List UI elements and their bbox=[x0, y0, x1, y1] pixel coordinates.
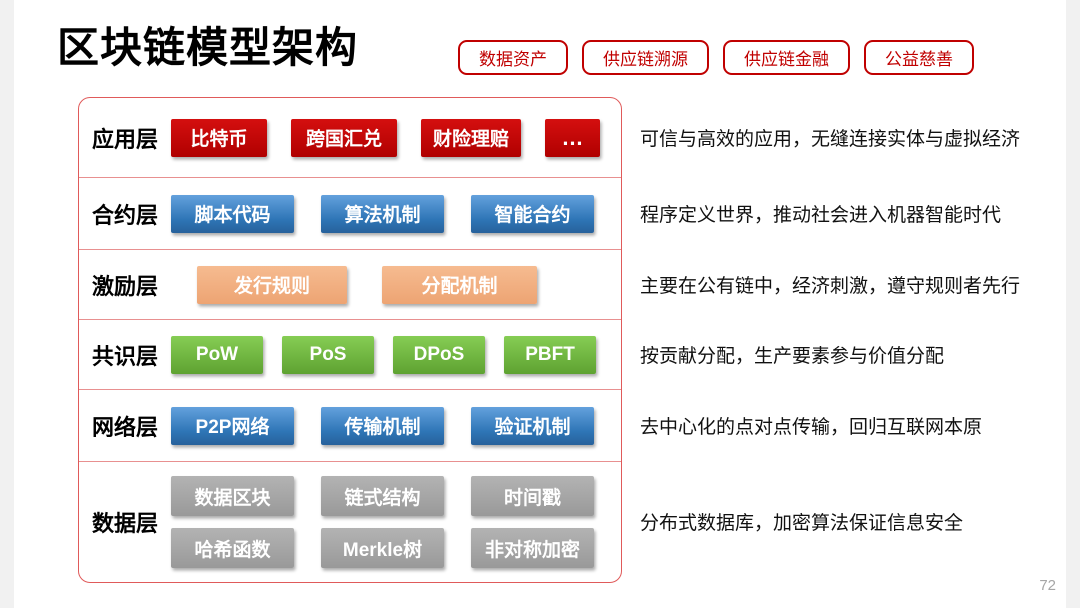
architecture-diagram: 应用层比特币跨国汇兑财险理赔 … 合约层脚本代码算法机制智能合约激励层 发行规则分配机… bbox=[78, 97, 622, 583]
right-margin-strip bbox=[1066, 0, 1080, 608]
component-box: Merkle树 bbox=[321, 528, 444, 568]
layer-boxes: 发行规则分配机制 bbox=[197, 265, 621, 304]
page-title: 区块链模型架构 bbox=[57, 24, 359, 71]
component-box: 链式结构 bbox=[321, 476, 444, 516]
layer-row: 数据层数据区块链式结构时间戳哈希函数 Merkle树非对称加密 bbox=[79, 462, 621, 582]
component-box: 哈希函数 bbox=[171, 528, 294, 568]
tag-list: 数据资产供应链溯源供应链金融公益慈善 bbox=[458, 40, 974, 75]
component-box: 非对称加密 bbox=[471, 528, 594, 568]
category-tag: 公益慈善 bbox=[864, 40, 974, 75]
component-box: 比特币 bbox=[171, 118, 267, 157]
component-box: PBFT bbox=[504, 335, 596, 374]
layer-description: 可信与高效的应用，无缝连接实体与虚拟经济 bbox=[640, 128, 1021, 150]
layer-row: 共识层 PoW PoS DPoS PBFT bbox=[79, 320, 621, 390]
category-tag: 供应链金融 bbox=[723, 40, 850, 75]
layer-row: 激励层 发行规则分配机制 bbox=[79, 250, 621, 320]
layer-label: 数据层 bbox=[91, 511, 158, 536]
layer-label: 网络层 bbox=[91, 414, 158, 440]
left-margin-strip bbox=[0, 0, 14, 608]
layer-description: 按贡献分配，生产要素参与价值分配 bbox=[640, 345, 945, 367]
component-box: 跨国汇兑 bbox=[291, 118, 397, 157]
component-box: 算法机制 bbox=[321, 194, 444, 233]
component-box: 智能合约 bbox=[471, 194, 594, 233]
component-box: 时间戳 bbox=[471, 476, 594, 516]
component-box: 验证机制 bbox=[471, 406, 594, 445]
layer-description: 分布式数据库，加密算法保证信息安全 bbox=[640, 512, 964, 534]
layer-boxes: 脚本代码算法机制智能合约 bbox=[171, 194, 621, 233]
component-box: 传输机制 bbox=[321, 406, 444, 445]
component-box: PoS bbox=[282, 335, 374, 374]
component-box: P2P网络 bbox=[171, 406, 294, 445]
category-tag: 数据资产 bbox=[458, 40, 568, 75]
layer-row: 合约层脚本代码算法机制智能合约 bbox=[79, 178, 621, 250]
layer-description: 主要在公有链中，经济刺激，遵守规则者先行 bbox=[640, 275, 1021, 297]
component-box: 分配机制 bbox=[382, 265, 537, 304]
category-tag: 供应链溯源 bbox=[582, 40, 709, 75]
layer-label: 合约层 bbox=[91, 202, 158, 228]
component-box: DPoS bbox=[393, 335, 485, 374]
layer-row: 网络层 P2P网络传输机制验证机制 bbox=[79, 390, 621, 462]
layer-boxes: 比特币跨国汇兑财险理赔 … bbox=[171, 118, 621, 157]
component-box: PoW bbox=[171, 335, 263, 374]
layer-label: 激励层 bbox=[91, 273, 158, 299]
layer-descriptions: 可信与高效的应用，无缝连接实体与虚拟经济程序定义世界，推动社会进入机器智能时代主… bbox=[640, 97, 1070, 581]
component-box: … bbox=[545, 118, 600, 157]
component-box: 财险理赔 bbox=[421, 118, 521, 157]
layer-boxes: 数据区块链式结构时间戳哈希函数 Merkle树非对称加密 bbox=[171, 468, 621, 576]
component-box: 数据区块 bbox=[171, 476, 294, 516]
component-box: 脚本代码 bbox=[171, 194, 294, 233]
component-box: 发行规则 bbox=[197, 265, 347, 304]
layer-description: 去中心化的点对点传输，回归互联网本原 bbox=[640, 416, 983, 438]
layer-label: 应用层 bbox=[91, 126, 158, 152]
layer-boxes: PoW PoS DPoS PBFT bbox=[171, 335, 621, 374]
layer-description: 程序定义世界，推动社会进入机器智能时代 bbox=[640, 204, 1002, 226]
page-number: 72 bbox=[1039, 577, 1056, 594]
layer-row: 应用层比特币跨国汇兑财险理赔 … bbox=[79, 98, 621, 178]
layer-boxes: P2P网络传输机制验证机制 bbox=[171, 406, 621, 445]
layer-label: 共识层 bbox=[91, 343, 158, 369]
